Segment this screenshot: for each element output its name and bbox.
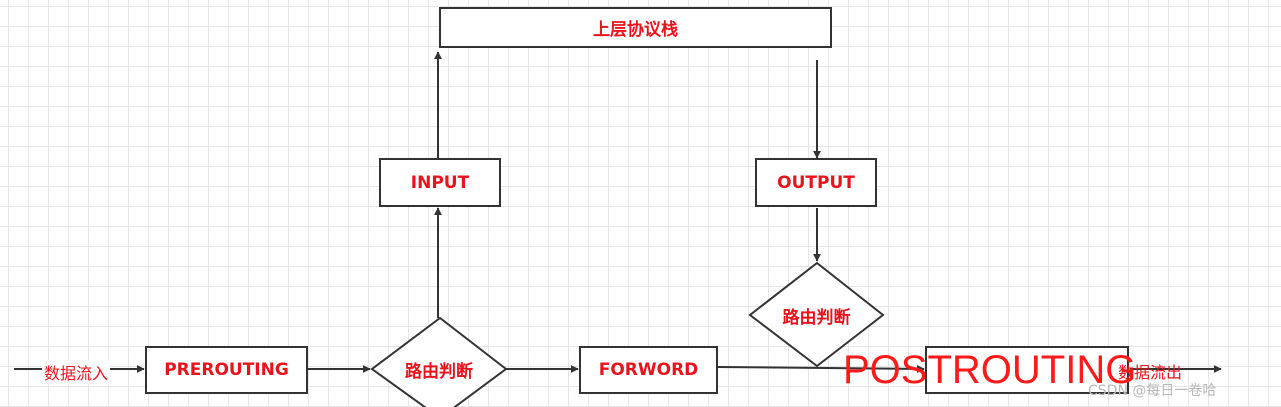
upper-protocol-stack-label: 上层协议栈: [593, 20, 678, 40]
output-chain-label: OUTPUT: [777, 172, 855, 193]
forword-chain-box: FORWORD: [579, 346, 718, 394]
forword-chain-label: FORWORD: [598, 360, 699, 380]
input-chain-label: INPUT: [410, 172, 470, 193]
csdn-watermark: CSDN @每日一卷哈: [1088, 383, 1217, 399]
upper-protocol-stack-box: 上层协议栈: [439, 7, 832, 48]
decision-diamond-1: [370, 316, 508, 407]
data-in-label: 数据流入: [42, 360, 111, 384]
decision-diamond-2: [748, 261, 885, 368]
data-out-label: 数据流出: [1118, 363, 1183, 382]
routing-decision-1-label: 路由判断: [405, 361, 473, 382]
prerouting-chain-label: PREROUTING: [164, 360, 289, 380]
arrow-forword-to-postrouting: [717, 364, 925, 373]
input-chain-box: INPUT: [379, 158, 501, 207]
postrouting-chain-box: [925, 346, 1129, 394]
prerouting-chain-box: PREROUTING: [145, 346, 308, 394]
routing-decision-2-label: 路由判断: [782, 307, 851, 328]
output-chain-box: OUTPUT: [755, 158, 877, 207]
postrouting-large-label: POSTROUTING: [843, 348, 1137, 392]
